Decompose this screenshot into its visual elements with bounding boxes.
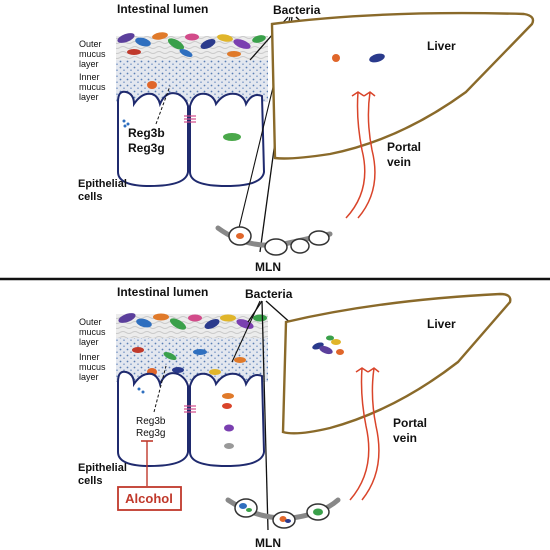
reg3-label: Reg3b Reg3g: [136, 416, 168, 439]
epithelial-cells-label: Epithelial cells: [78, 178, 130, 203]
portal-vein-line-1: [345, 91, 366, 219]
reg3-label: Reg3b Reg3g: [128, 126, 168, 155]
alcohol-box: [117, 486, 182, 511]
epithelial-cell-left: [117, 90, 189, 188]
liver-label: Liver: [427, 39, 456, 53]
bacteria-label: Bacteria: [245, 287, 293, 301]
outer-mucus-label: Outer mucus layer: [79, 317, 108, 347]
inner-mucus-layer: [116, 60, 268, 102]
translocated-bacterium: [223, 133, 241, 141]
mln-label: MLN: [255, 536, 281, 550]
intestinal-lumen-label: Intestinal lumen: [117, 2, 208, 16]
mln-lymph-nodes: [215, 225, 333, 256]
alcohol-label: Alcohol: [125, 491, 173, 506]
epithelial-cell-right: [189, 372, 266, 468]
invading-bacterium: [147, 81, 157, 89]
portal-vein-line-1: [349, 367, 370, 501]
inner-mucus-label: Inner mucus layer: [79, 352, 108, 382]
outer-mucus-label: Outer mucus layer: [79, 39, 108, 69]
portal-vein-label: Portal vein: [387, 140, 424, 169]
bottom-panel: Intestinal lumen Bacteria Outer mucus la…: [78, 285, 512, 550]
portal-vein-line-2: [361, 367, 380, 501]
portal-vein-line-2: [357, 91, 376, 219]
translocated-bacteria: [222, 393, 234, 449]
top-panel: Intestinal lumen Bacteria Outer mucus la…: [78, 2, 535, 274]
mln-lymph-nodes: [225, 497, 341, 529]
bacteria-label: Bacteria: [273, 3, 321, 17]
mln-label: MLN: [255, 260, 281, 274]
intestinal-lumen-label: Intestinal lumen: [117, 285, 208, 299]
epithelial-cell-left: [117, 370, 189, 468]
liver-bacteria: [312, 335, 344, 355]
liver: [270, 11, 535, 160]
liver: [281, 292, 512, 435]
inner-mucus-label: Inner mucus layer: [79, 72, 108, 102]
lumen-bacteria: [117, 32, 266, 89]
epithelial-cells-label: Epithelial cells: [78, 462, 130, 487]
liver-label: Liver: [427, 317, 456, 331]
portal-vein-label: Portal vein: [393, 416, 430, 445]
